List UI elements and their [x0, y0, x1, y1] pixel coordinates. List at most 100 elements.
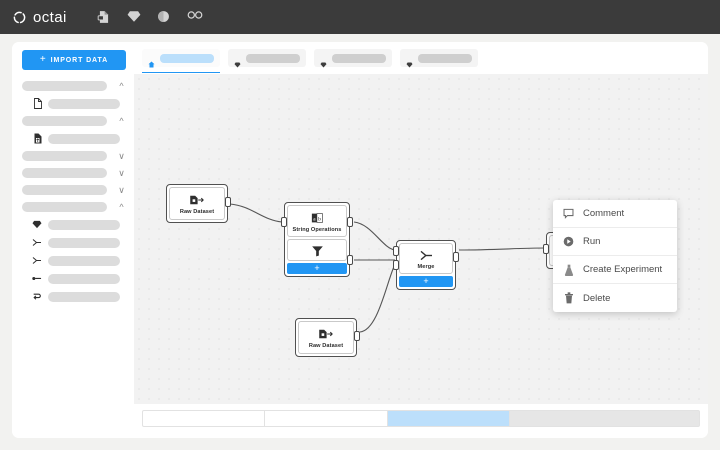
node-output-port[interactable] [453, 252, 459, 262]
string-ab-icon: a b [310, 211, 325, 225]
sidebar-group-header[interactable]: ^ [22, 81, 126, 91]
chevron-down-icon[interactable]: ∨ [118, 167, 125, 178]
infinity-icon[interactable] [187, 10, 203, 24]
sidebar-item-label-placeholder [48, 291, 120, 302]
sidebar-item-label-placeholder [48, 255, 120, 266]
sidebar-item-label-placeholder [48, 133, 120, 144]
tab-workflow-1[interactable] [228, 49, 306, 67]
import-data-button[interactable]: + IMPORT DATA [22, 50, 126, 70]
node-input-port[interactable] [393, 260, 399, 270]
tab-workflow-2[interactable] [314, 49, 392, 67]
node-label: Raw Dataset [179, 209, 215, 215]
trash-icon [563, 292, 574, 304]
node-merge[interactable]: Merge + [393, 240, 459, 290]
node-body: Merge [399, 243, 453, 274]
node-output-port[interactable] [347, 217, 353, 227]
add-step-button[interactable]: + [399, 276, 453, 287]
add-step-button[interactable]: + [287, 263, 347, 274]
node-raw-dataset[interactable]: Raw Dataset [166, 184, 231, 223]
canvas-bottom-scrollbar[interactable] [134, 410, 708, 430]
app-header: octai [0, 0, 720, 34]
chevron-up-icon[interactable]: ^ [119, 115, 124, 126]
scroll-segment[interactable] [143, 411, 266, 426]
comment-bubble-icon [563, 208, 574, 219]
chevron-up-icon[interactable]: ^ [119, 201, 124, 212]
node-body: a b String Operations [287, 205, 347, 237]
node-body: Raw Dataset [298, 321, 354, 354]
fingerprint-circle-icon[interactable] [157, 10, 171, 24]
header-icon-group [97, 10, 203, 24]
chevron-up-icon[interactable]: ^ [119, 80, 124, 91]
tab-label-placeholder [246, 53, 300, 63]
sidebar-item[interactable] [22, 237, 126, 248]
context-menu-label: Create Experiment [583, 264, 663, 275]
tab-label-placeholder [418, 53, 472, 63]
context-menu-label: Run [583, 236, 601, 247]
node-label: Raw Dataset [308, 343, 344, 349]
filter-funnel-icon [311, 244, 324, 257]
plus-icon: + [39, 54, 47, 65]
tab-bar [134, 42, 708, 74]
home-icon [148, 55, 155, 67]
sidebar-item[interactable] [22, 219, 126, 230]
tab-workflow-3[interactable] [400, 49, 478, 67]
import-data-label: IMPORT DATA [50, 56, 109, 64]
context-menu-item-delete[interactable]: Delete [553, 284, 677, 312]
node-output-port[interactable] [354, 331, 360, 341]
sidebar-group-header[interactable]: ∨ [22, 168, 126, 178]
merge-arrow-icon [419, 248, 434, 262]
scroll-segment-active[interactable] [387, 411, 510, 426]
diamond-icon [32, 219, 42, 230]
sidebar-item[interactable] [22, 98, 126, 109]
sidebar-group-header[interactable]: ∨ [22, 185, 126, 195]
sidebar-item[interactable] [22, 133, 126, 144]
loop-arrow-icon [32, 291, 42, 302]
node-input-port[interactable] [543, 244, 549, 254]
node-string-operations[interactable]: a b String Operations + [281, 202, 353, 277]
sidebar-item-label-placeholder [48, 237, 120, 248]
sidebar: + IMPORT DATA ^ ^ [12, 42, 134, 438]
node-body-filter [287, 239, 347, 261]
dataset-export-icon [189, 193, 205, 207]
tab-home[interactable] [142, 49, 220, 73]
sidebar-group-header[interactable]: ^ [22, 116, 126, 126]
sidebar-item[interactable] [22, 291, 126, 302]
sidebar-item[interactable] [22, 273, 126, 284]
flask-icon [563, 264, 574, 276]
scroll-track[interactable] [142, 410, 700, 427]
sidebar-group-label-placeholder [22, 151, 107, 161]
sidebar-item-label-placeholder [48, 273, 120, 284]
chevron-down-icon[interactable]: ∨ [118, 150, 125, 161]
scroll-segment[interactable] [265, 411, 388, 426]
node-label: Merge [417, 264, 435, 270]
sidebar-item-label-placeholder [48, 219, 120, 230]
context-menu-label: Comment [583, 208, 625, 219]
scroll-segment[interactable] [509, 411, 699, 426]
sidebar-group-label-placeholder [22, 81, 107, 91]
node-input-port[interactable] [281, 217, 287, 227]
node-input-port[interactable] [393, 246, 399, 256]
sidebar-group-header[interactable]: ^ [22, 202, 126, 212]
node-context-menu[interactable]: Comment Run Create Experiment Delet [553, 200, 677, 312]
diamond-icon[interactable] [127, 10, 141, 24]
context-menu-item-run[interactable]: Run [553, 228, 677, 256]
node-body: Raw Dataset [169, 187, 225, 220]
play-circle-icon [563, 236, 574, 247]
sidebar-item-label-placeholder [48, 98, 120, 109]
app-logo[interactable]: octai [12, 9, 67, 26]
node-raw-dataset[interactable]: Raw Dataset [295, 318, 360, 357]
node-output-port[interactable] [347, 255, 353, 265]
sidebar-group-header[interactable]: ∨ [22, 151, 126, 161]
sidebar-group-label-placeholder [22, 116, 107, 126]
node-output-port[interactable] [225, 197, 231, 207]
sidebar-item[interactable] [22, 255, 126, 266]
tab-label-placeholder [332, 53, 386, 63]
document-icon [32, 98, 42, 109]
sidebar-group-label-placeholder [22, 202, 107, 212]
context-menu-label: Delete [583, 292, 611, 304]
file-export-icon[interactable] [97, 10, 111, 24]
context-menu-item-create-experiment[interactable]: Create Experiment [553, 256, 677, 284]
chevron-down-icon[interactable]: ∨ [118, 184, 125, 195]
svg-text:a: a [313, 216, 316, 222]
context-menu-item-comment[interactable]: Comment [553, 200, 677, 228]
